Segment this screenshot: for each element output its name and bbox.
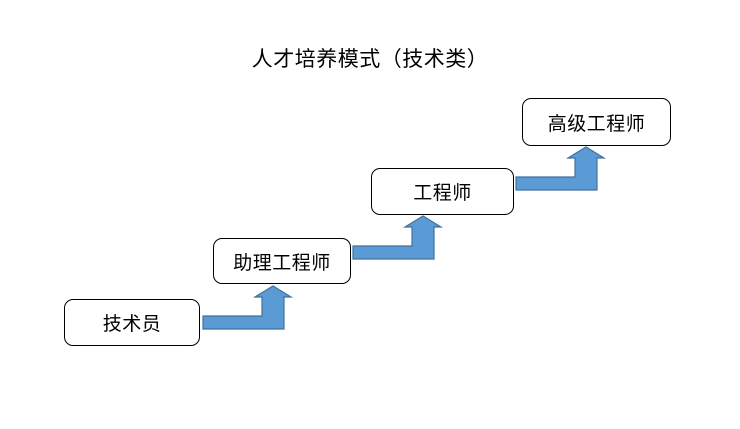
- stage-box-technician[interactable]: 技术员: [64, 299, 200, 346]
- stage-label: 工程师: [413, 182, 472, 204]
- stage-label: 高级工程师: [547, 112, 646, 135]
- bent-up-arrow-shape: [515, 146, 607, 191]
- bent-up-arrow-shape: [352, 215, 444, 260]
- connector-arrow-stage2-to-stage3: [352, 215, 444, 260]
- stage-box-engineer[interactable]: 工程师: [371, 168, 514, 215]
- page-title: 人才培养模式（技术类）: [251, 47, 489, 71]
- stage-label: 技术员: [102, 313, 162, 335]
- stage-label: 助理工程师: [233, 251, 331, 274]
- stage-box-senior-engineer[interactable]: 高级工程师: [522, 98, 671, 146]
- stage-box-assistant-engineer[interactable]: 助理工程师: [213, 238, 351, 284]
- connector-arrow-stage3-to-stage4: [515, 146, 607, 191]
- connector-arrow-stage1-to-stage2: [202, 285, 294, 330]
- bent-up-arrow-shape: [202, 285, 294, 330]
